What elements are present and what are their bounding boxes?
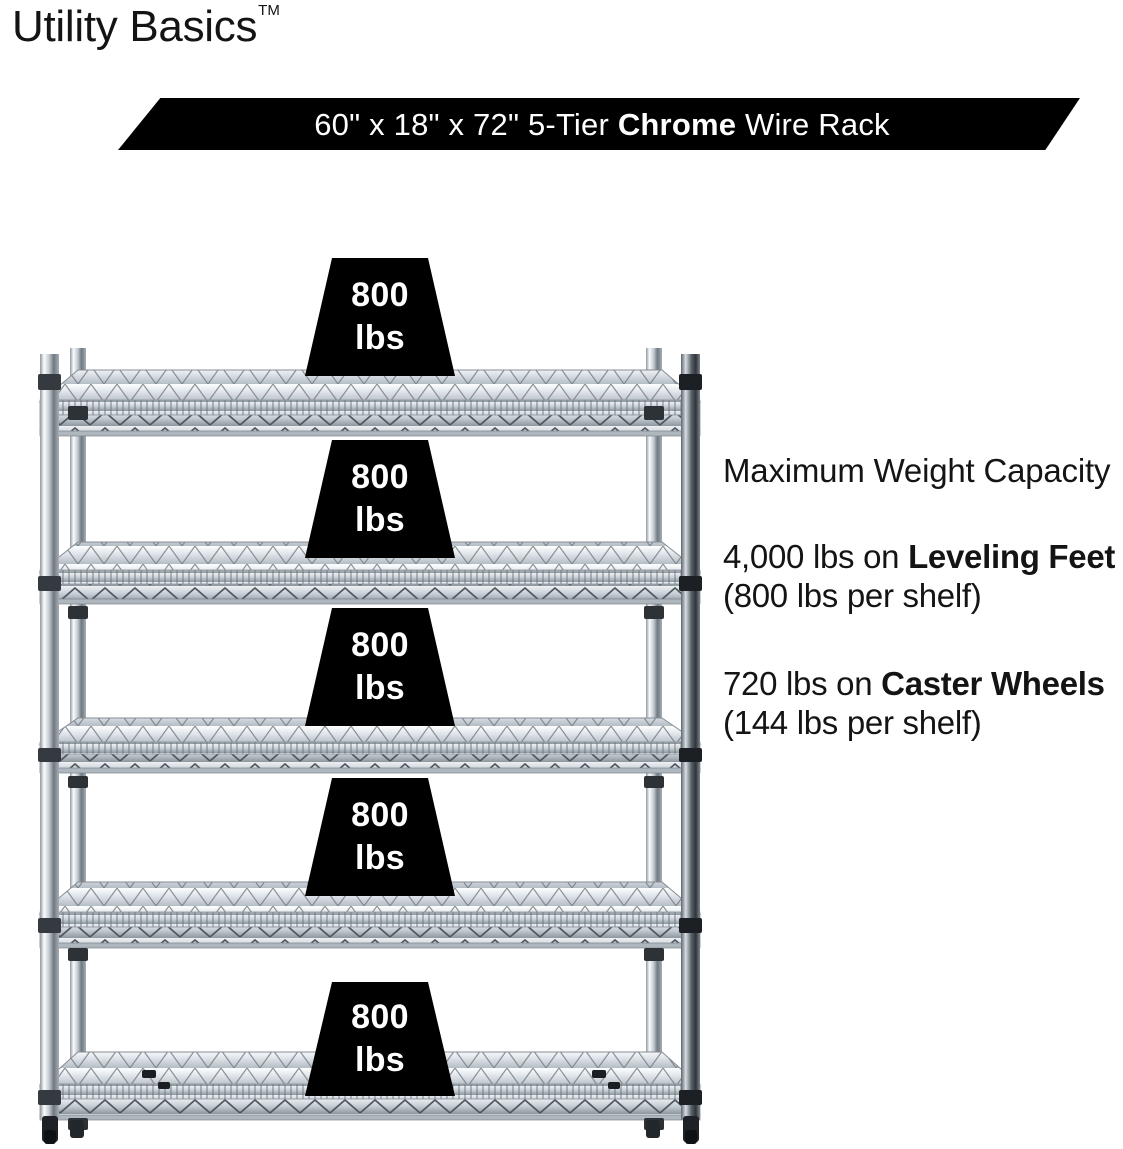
weight-badge-shelf-1: 800 lbs [305,258,455,376]
leveling-total: 4,000 lbs on [723,537,909,575]
weight-unit: lbs [354,669,406,707]
weight-unit: lbs [354,1041,406,1079]
leveling-feet-capacity: 4,000 lbs on Leveling Feet (800 lbs per … [723,537,1119,616]
shelf-1 [38,369,702,437]
weight-amount: 800 [351,998,409,1037]
title-banner-text: 60" x 18" x 72" 5-Tier Chrome Wire Rack [314,109,890,140]
title-banner: 60" x 18" x 72" 5-Tier Chrome Wire Rack [118,98,1080,150]
weight-badge-shelf-2: 800 lbs [305,440,455,558]
brand-name: Utility Basics [12,2,258,51]
weight-badge-shelf-3: 800 lbs [305,608,455,726]
leveling-feet [42,1116,699,1144]
weight-unit: lbs [354,501,406,539]
weight-amount: 800 [351,796,409,835]
weight-unit: lbs [354,319,406,357]
caster-label: Caster Wheels [881,664,1105,702]
weight-amount: 800 [351,276,409,315]
info-panel: Maximum Weight Capacity 4,000 lbs on Lev… [723,452,1119,791]
caster-detail: (144 lbs per shelf) [723,704,982,742]
weight-badge-shelf-4: 800 lbs [305,778,455,896]
banner-material: Chrome [617,106,737,142]
caster-total: 720 lbs on [723,664,882,702]
leveling-detail: (800 lbs per shelf) [723,577,982,615]
leveling-label: Leveling Feet [908,537,1116,575]
info-heading: Maximum Weight Capacity [723,452,1111,489]
weight-amount: 800 [351,626,409,665]
banner-tier: 5-Tier [527,106,609,142]
banner-dimensions: 60" x 18" x 72" [314,106,520,142]
weight-amount: 800 [351,458,409,497]
shelf-3 [38,717,702,774]
shelf-clips [142,1070,620,1089]
banner-product: Wire Rack [744,106,890,142]
caster-wheels-capacity: 720 lbs on Caster Wheels (144 lbs per sh… [723,664,1119,743]
weight-unit: lbs [354,839,406,877]
weight-badge-shelf-5: 800 lbs [305,982,455,1096]
trademark-symbol: TM [258,2,280,20]
brand-logo: Utility BasicsTM [12,2,280,52]
